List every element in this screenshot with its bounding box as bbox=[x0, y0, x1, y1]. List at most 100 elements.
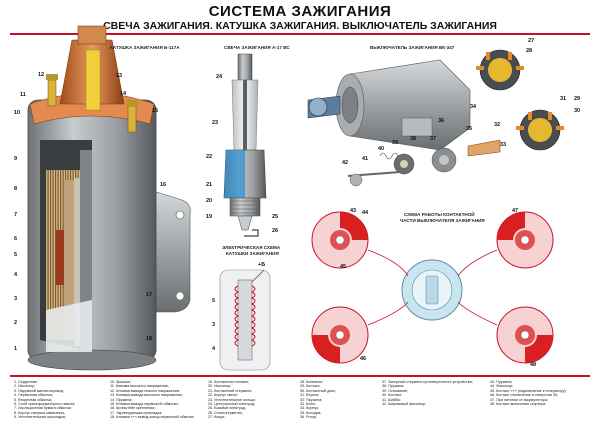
switch-caption: ВЫКЛЮЧАТЕЛЬ ЗАЖИГАНИЯ ВК-347 bbox=[370, 45, 455, 50]
scheme-label-plus: +Б bbox=[258, 262, 265, 268]
legend-item: 35. Колодка; bbox=[300, 410, 322, 415]
coil-label-1: 1 bbox=[14, 346, 17, 352]
coil-label-13: 13 bbox=[116, 73, 122, 79]
switch-label-42: 42 bbox=[342, 160, 348, 166]
legend-column-3: 19. Контактная головка; 20. Изолятор; 21… bbox=[208, 380, 256, 420]
legend-item: 7. Изоляционная бумага обмоток; bbox=[14, 406, 72, 411]
legend-item: 5. Вторичная обмотка; bbox=[14, 397, 53, 402]
legend-item: 6. Слой трансформаторного масла; bbox=[14, 402, 76, 407]
switch-label-30: 30 bbox=[574, 108, 580, 114]
legend-item: 1. Сердечник; bbox=[14, 380, 38, 384]
plug-label-24: 24 bbox=[216, 74, 223, 80]
plug-label-25: 25 bbox=[272, 214, 278, 220]
legend-item: 39. Основание; bbox=[382, 388, 409, 393]
scheme-caption-line2: КАТУШКИ ЗАЖИГАНИЯ bbox=[226, 251, 279, 256]
scheme-caption-line1: ЭЛЕКТРИЧЕСКАЯ СХЕМА bbox=[222, 245, 281, 250]
coil-label-3: 3 bbox=[14, 296, 17, 302]
plug-label-22: 22 bbox=[206, 154, 212, 160]
legend-item: 30. Контактный диск; bbox=[300, 388, 336, 393]
coil-label-4: 4 bbox=[14, 272, 18, 278]
contact-label-46: 46 bbox=[360, 356, 366, 362]
legend-item: 26. Стеклогерметик; bbox=[208, 410, 243, 415]
bottom-divider bbox=[10, 375, 590, 377]
plug-label-20: 20 bbox=[206, 198, 212, 204]
contacts-caption-line2: ЧАСТИ ВЫКЛЮЧАТЕЛЯ ЗАЖИГАНИЯ bbox=[400, 218, 485, 223]
coil-caption: КАТУШКА ЗАЖИГАНИЯ Б-117А bbox=[110, 45, 180, 50]
coil-number-labels: 12 13 11 14 10 15 9 16 8 7 6 5 4 3 2 1 1… bbox=[14, 72, 166, 352]
legend-item: 27. Кожух. bbox=[208, 415, 226, 420]
page-subtitle: СВЕЧА ЗАЖИГАНИЯ. КАТУШКА ЗАЖИГАНИЯ. ВЫКЛ… bbox=[103, 20, 497, 32]
coil-electric-scheme: +Б 5 3 4 bbox=[212, 262, 271, 371]
coil-label-7: 7 bbox=[14, 212, 17, 218]
legend-item: 18. Клемма «+» вывод конца первичной обм… bbox=[110, 415, 194, 420]
switch-label-38: 38 bbox=[410, 136, 416, 142]
coil-label-16: 16 bbox=[160, 182, 166, 188]
scheme-label-5: 5 bbox=[212, 298, 215, 304]
switch-label-41: 41 bbox=[362, 156, 368, 162]
legend-item: 31. Втулка; bbox=[300, 393, 319, 398]
legend-item: 15. Клемма вывода первичной обмотки; bbox=[110, 402, 179, 407]
legend-item: 45. Контакт «+» (подключение к генератор… bbox=[490, 388, 567, 393]
legend-column-2: 10. Крышка; 11. Клемма высокого напряжен… bbox=[110, 380, 194, 420]
switch-label-33: 33 bbox=[500, 142, 506, 148]
contact-dial-2 bbox=[496, 211, 554, 269]
legend-item: 12. Клемма вывода низкого напряжения; bbox=[110, 388, 180, 393]
legend-column-1: 1. Сердечник; 2. Изолятор; 3. Наружный м… bbox=[14, 380, 75, 420]
plug-caption: СВЕЧА ЗАЖИГАНИЯ А-17 ВС bbox=[224, 45, 290, 50]
plug-number-labels: 24 23 22 21 20 19 25 26 bbox=[206, 74, 278, 234]
coil-label-18: 18 bbox=[146, 336, 152, 342]
coil-label-8: 8 bbox=[14, 186, 17, 192]
coil-label-2: 2 bbox=[14, 320, 17, 326]
switch-number-labels: 27 28 31 29 30 34 36 35 37 32 33 42 41 4… bbox=[342, 38, 580, 166]
switch-label-36: 36 bbox=[438, 118, 444, 124]
legend-item: 46. Контакт отключения и отверстия 30; bbox=[490, 393, 559, 398]
legend-item: 34. Корпус; bbox=[300, 406, 320, 411]
legend-item: 20. Изолятор; bbox=[208, 384, 232, 389]
legend-item: 3. Наружный магнитопровод; bbox=[14, 388, 64, 393]
contact-label-43: 43 bbox=[350, 208, 356, 214]
switch-label-28: 28 bbox=[526, 48, 532, 54]
switch-label-29: 29 bbox=[574, 96, 580, 102]
top-divider bbox=[10, 33, 590, 35]
legend-column-6: 43. Пружина; 44. Фиксатор; 45. Контакт «… bbox=[490, 380, 567, 406]
legend-item: 21. Контактный стержень; bbox=[208, 388, 253, 393]
legend-item: 37. Запорный стержень противоугонного ус… bbox=[382, 380, 473, 384]
switch-label-27: 27 bbox=[528, 38, 534, 44]
ignition-switch bbox=[307, 49, 564, 187]
legend-column-4: 28. Колпачок; 29. Контакт; 30. Контактны… bbox=[300, 380, 336, 420]
contact-label-48: 48 bbox=[530, 362, 536, 368]
contact-dial-3 bbox=[311, 306, 369, 364]
legend-item: 22. Корпус свечи; bbox=[208, 393, 238, 398]
legend-item: 24. Центральный электрод; bbox=[208, 402, 256, 407]
plug-label-23: 23 bbox=[212, 120, 218, 126]
ignition-coil bbox=[27, 25, 191, 371]
coil-label-9: 9 bbox=[14, 156, 17, 162]
legend-item: 42. Шариковый фиксатор. bbox=[382, 402, 427, 407]
legend-item: 38. Пружина; bbox=[382, 384, 405, 389]
legend-item: 17. Экранирующая прокладка; bbox=[110, 410, 163, 415]
scheme-label-3: 3 bbox=[212, 322, 215, 328]
legend-item: 48. Контакт включения стартера. bbox=[490, 402, 547, 407]
switch-label-40: 40 bbox=[378, 146, 384, 152]
contact-dial-1 bbox=[311, 211, 369, 269]
coil-label-10: 10 bbox=[14, 110, 20, 116]
legend-item: 23. Уплотнительное кольцо; bbox=[208, 397, 256, 402]
switch-label-39: 39 bbox=[392, 140, 398, 146]
legend-item: 4. Первичная обмотка; bbox=[14, 393, 53, 398]
legend-item: 32. Пружина; bbox=[300, 397, 323, 402]
contact-label-45: 45 bbox=[340, 264, 346, 270]
contact-scheme: 43 44 45 46 47 48 bbox=[311, 208, 554, 368]
switch-label-31: 31 bbox=[560, 96, 566, 102]
switch-label-37: 37 bbox=[430, 136, 436, 142]
coil-label-15: 15 bbox=[152, 108, 158, 114]
legend-item: 8. Корпус катушки зажигания; bbox=[14, 410, 65, 415]
coil-label-6: 6 bbox=[14, 236, 17, 242]
coil-label-14: 14 bbox=[120, 91, 127, 97]
legend-item: 44. Фиксатор; bbox=[490, 384, 514, 389]
switch-label-32: 32 bbox=[494, 122, 500, 128]
legend-item: 10. Крышка; bbox=[110, 380, 131, 384]
page-title: СИСТЕМА ЗАЖИГАНИЯ bbox=[208, 3, 392, 20]
coil-label-17: 17 bbox=[146, 292, 152, 298]
